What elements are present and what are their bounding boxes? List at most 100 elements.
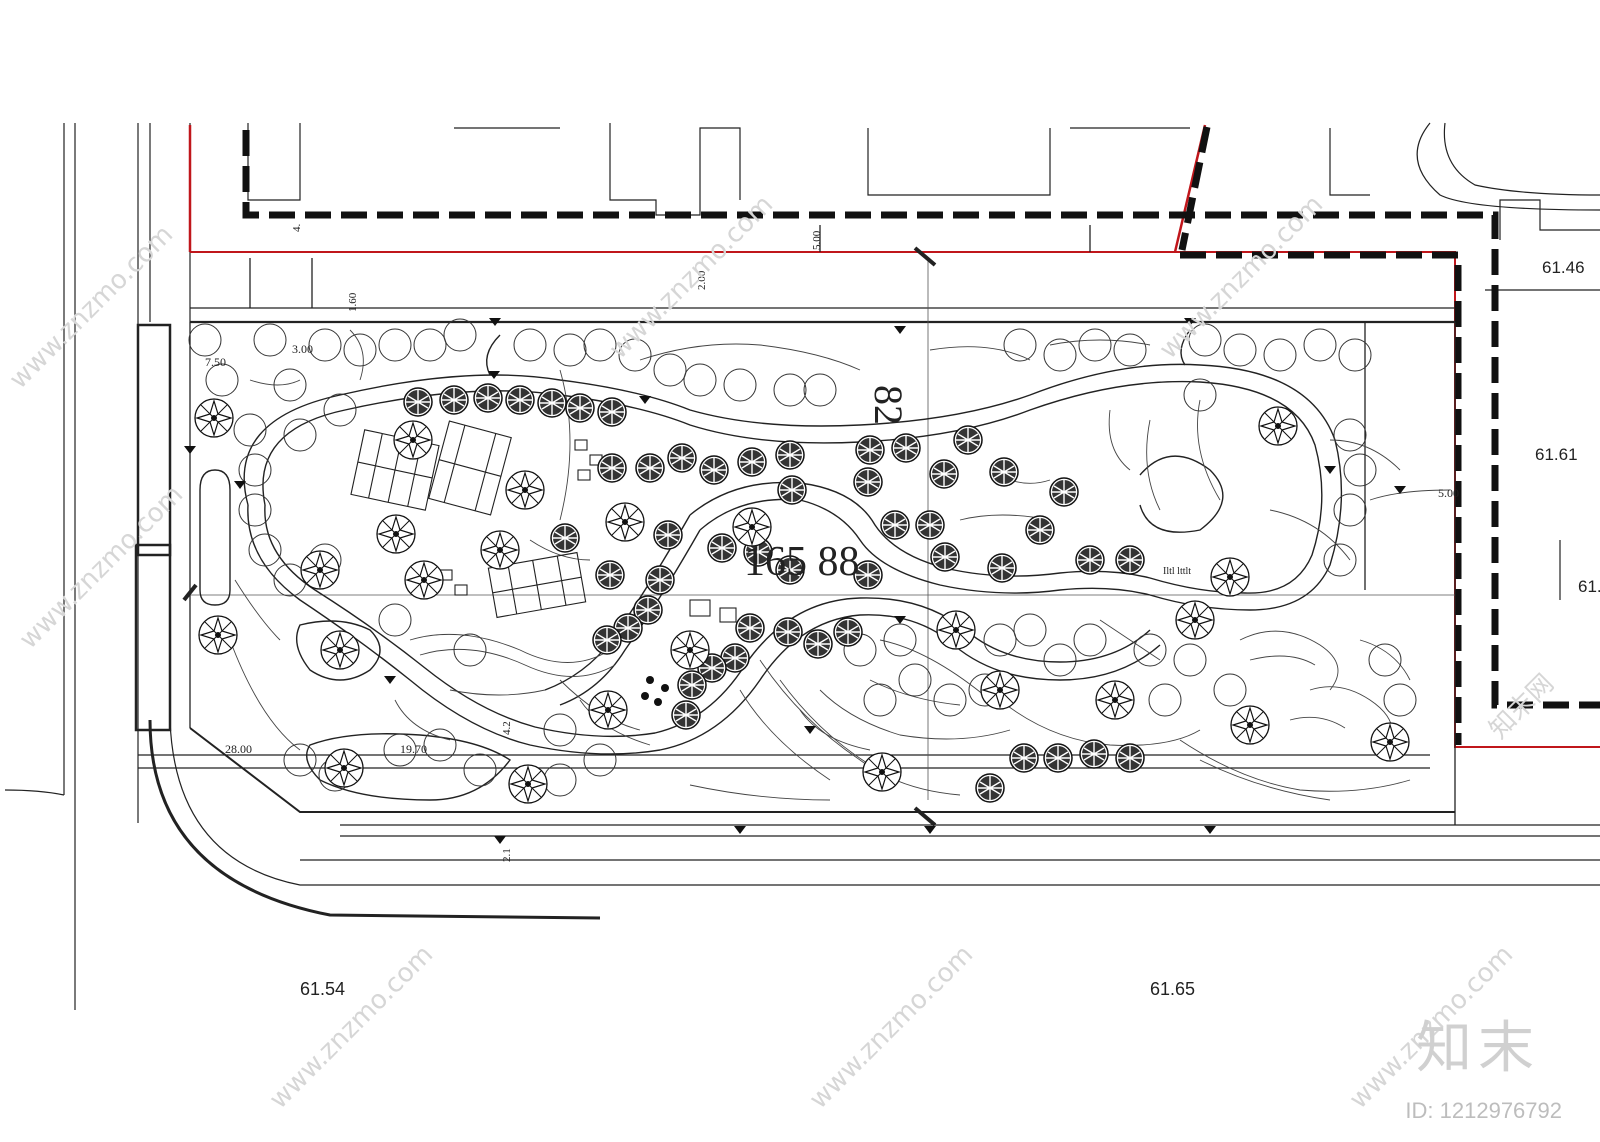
tree-symbol (588, 690, 628, 730)
shrub-symbol (323, 393, 357, 427)
tree-symbol (891, 433, 921, 463)
tree-symbol (833, 617, 863, 647)
drain-arrow (924, 826, 936, 834)
shrub-symbol (1343, 453, 1377, 487)
shrub-symbol (248, 533, 282, 567)
shrub-symbol (1133, 633, 1167, 667)
shrub-symbol (1333, 493, 1367, 527)
shrub-symbol (653, 353, 687, 387)
tree-symbol (393, 420, 433, 460)
watermark-text: www.znzmo.com (804, 940, 979, 1115)
watermark-text: www.znzmo.com (264, 940, 439, 1115)
court-sign: Iltl lttlt (1163, 566, 1191, 577)
drain-markers (184, 318, 1406, 844)
shrub-symbol (233, 413, 267, 447)
watermark-text: www.znzmo.com (4, 220, 179, 395)
tree-symbol (597, 453, 627, 483)
dim-5-00-right: 5.00 (1438, 486, 1459, 500)
tree-symbol (777, 475, 807, 505)
tree-symbol (936, 610, 976, 650)
shrub-symbol (1223, 333, 1257, 367)
tree-symbol (645, 565, 675, 595)
shrub-symbol (1383, 683, 1417, 717)
shrub-symbol (463, 753, 497, 787)
drain-arrow (734, 826, 746, 834)
tree-symbol (508, 764, 548, 804)
shrub-symbol (283, 418, 317, 452)
tree-symbol (635, 453, 665, 483)
tree-symbol (605, 502, 645, 542)
tree-symbol (853, 467, 883, 497)
shrub-symbol (1043, 338, 1077, 372)
tree-symbol (473, 383, 503, 413)
tree-symbol (320, 630, 360, 670)
tree-symbol (376, 514, 416, 554)
tree-symbol (550, 523, 580, 553)
shrub-symbol (1183, 378, 1217, 412)
tree-symbol (930, 542, 960, 572)
drain-arrow (384, 676, 396, 684)
shrub-symbol (1323, 543, 1357, 577)
shrub-symbol (1073, 623, 1107, 657)
shrub-symbol (1263, 338, 1297, 372)
shrub-symbol (683, 363, 717, 397)
tree-symbol (1210, 557, 1250, 597)
drain-arrow (184, 446, 196, 454)
tree-symbol (198, 615, 238, 655)
drain-arrow (1184, 318, 1196, 326)
shrub-symbol (1338, 338, 1372, 372)
dim-2-00: 2.00 (696, 270, 708, 290)
tree-symbol (300, 550, 340, 590)
shrub-symbol (378, 603, 412, 637)
tree-symbol (1115, 743, 1145, 773)
tree-symbol (989, 457, 1019, 487)
shrub-symbol (898, 663, 932, 697)
tree-symbol (980, 670, 1020, 710)
tree-symbol (403, 387, 433, 417)
drain-arrow (494, 836, 506, 844)
elevation-bottom-left: 61.54 (300, 979, 345, 999)
shrub-symbol (343, 333, 377, 367)
tree-symbol (1079, 739, 1109, 769)
shrub-symbol (188, 323, 222, 357)
drain-arrow (489, 318, 501, 326)
tree-symbol (855, 435, 885, 465)
drain-arrow (488, 371, 500, 379)
tree-symbol (1230, 705, 1270, 745)
tree-symbol (803, 629, 833, 659)
shrub-symbol (1303, 328, 1337, 362)
tree-symbol (1258, 406, 1298, 446)
shrub-symbol (933, 683, 967, 717)
tree-symbol (915, 510, 945, 540)
dim-28-00: 28.00 (225, 742, 252, 756)
shrub-symbol (803, 373, 837, 407)
drain-arrow (894, 326, 906, 334)
tree-symbol (929, 459, 959, 489)
tree-symbol (735, 613, 765, 643)
tree-symbol (1025, 515, 1055, 545)
tree-symbol (773, 617, 803, 647)
drain-arrow (639, 396, 651, 404)
tree-symbol (597, 397, 627, 427)
shrub-symbol (543, 763, 577, 797)
tree-symbol (671, 700, 701, 730)
shrub-symbol (1333, 418, 1367, 452)
shrub-symbol (1113, 333, 1147, 367)
property-line-dashed (242, 126, 1600, 745)
drain-arrow (804, 726, 816, 734)
drain-arrow (1324, 466, 1336, 474)
buildings-top (247, 122, 1600, 600)
shrub-symbol (883, 623, 917, 657)
dim-19-70: 19.70 (400, 742, 427, 756)
tree-symbol (194, 398, 234, 438)
dim-1-60: 1.60 (347, 292, 359, 312)
drain-arrow (894, 616, 906, 624)
shrub-symbol (413, 328, 447, 362)
dim-5-00: 5.00 (811, 230, 823, 250)
shrub-symbol (1148, 683, 1182, 717)
watermark-id: ID: 1212976792 (1405, 1098, 1562, 1123)
elevation-right-top: 61.46 (1542, 258, 1585, 277)
tree-symbol (880, 510, 910, 540)
watermark-logo: 知末 (1416, 1016, 1540, 1081)
tree-symbol (595, 560, 625, 590)
